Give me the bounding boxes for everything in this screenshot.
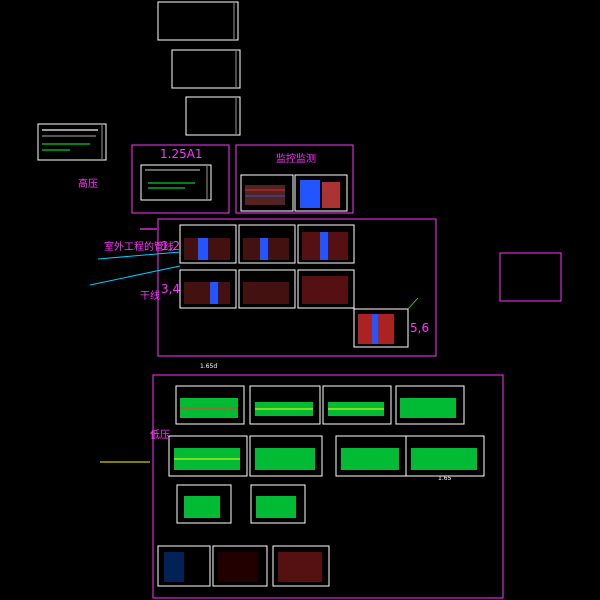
label-outdoor-pipe: 室外工程的管线 xyxy=(104,242,174,253)
group-trunk-frame xyxy=(157,218,437,357)
label-small-bottom: 1.65 xyxy=(438,475,452,482)
empty-sheet-3[interactable] xyxy=(185,96,241,136)
low-pressure-sheets[interactable] xyxy=(157,385,485,587)
right-empty-frame[interactable] xyxy=(499,252,562,302)
cyan-pipe-1 xyxy=(97,251,181,260)
trunk-sheets[interactable] xyxy=(179,224,409,348)
label-num-56: 5,6 xyxy=(410,321,430,335)
sheet-1-25a1[interactable] xyxy=(140,164,212,201)
label-low-pressure: 低压 xyxy=(150,430,170,441)
label-monitoring: 监控监测 xyxy=(276,154,316,165)
label-high-pressure: 高压 xyxy=(78,179,98,190)
group-monitoring-frame xyxy=(235,144,354,214)
group-low-pressure-frame xyxy=(152,374,504,599)
cyan-pipe-2 xyxy=(89,265,181,286)
label-trunk: 干线 xyxy=(140,291,160,302)
label-num-12: 1,2 xyxy=(161,239,181,253)
group-1-25a1-frame xyxy=(131,144,230,214)
sheet-monitoring-a[interactable] xyxy=(240,174,294,212)
leader-line xyxy=(407,297,419,310)
label-1-25a1: 1.25A1 xyxy=(160,147,203,161)
empty-sheet-2[interactable] xyxy=(171,49,241,89)
label-num-34: 3,4 xyxy=(161,282,181,296)
label-small-top: 1.65d xyxy=(200,363,218,370)
left-sheet[interactable] xyxy=(37,123,107,161)
sheet-monitoring-b[interactable] xyxy=(294,174,348,212)
empty-sheet-1[interactable] xyxy=(157,1,239,41)
